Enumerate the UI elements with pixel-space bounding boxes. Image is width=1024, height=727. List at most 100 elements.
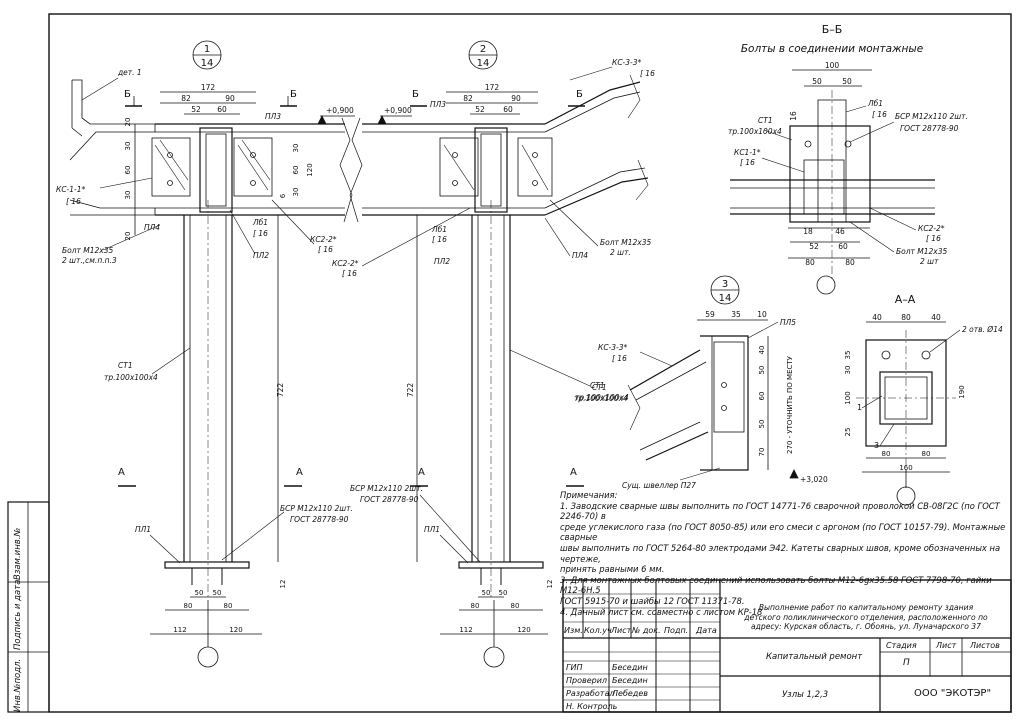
svg-text:80: 80 (922, 450, 931, 458)
svg-text:18: 18 (803, 227, 813, 236)
tb-header-date: Дата (696, 626, 717, 635)
svg-text:46: 46 (835, 227, 845, 236)
svg-text:60: 60 (292, 166, 300, 175)
sheet-frame (48, 13, 1012, 713)
svg-text:50: 50 (758, 420, 766, 429)
svg-text:2 шт.: 2 шт. (610, 248, 631, 257)
svg-text:ПЛ2: ПЛ2 (434, 257, 450, 266)
svg-text:КС-1-1*: КС-1-1* (56, 185, 86, 194)
svg-text:СТ1: СТ1 (590, 381, 605, 390)
tb-drawing-title: Узлы 1,2,3 (782, 690, 829, 700)
notes-line: принять равными 6 мм. (560, 564, 665, 575)
svg-text:722: 722 (276, 383, 285, 398)
svg-text:БСР М12х110 2шт.: БСР М12х110 2шт. (350, 484, 423, 493)
svg-text:Подпись и дата: Подпись и дата (13, 580, 23, 650)
tb-role-gip: ГИП (566, 663, 583, 672)
svg-text:ПЛ3: ПЛ3 (430, 100, 446, 109)
svg-text:БСР М12х110 2шт.: БСР М12х110 2шт. (895, 112, 968, 121)
notes-line: 4. Данный лист см. совместно с листом КР… (560, 606, 763, 617)
svg-text:Б: Б (290, 89, 297, 100)
svg-text:1: 1 (204, 44, 210, 55)
svg-text:+3,020: +3,020 (800, 475, 828, 484)
svg-text:50: 50 (499, 589, 508, 597)
tb-role-nk: Н. Контроль (566, 702, 618, 711)
svg-text:80: 80 (511, 602, 520, 610)
svg-text:20: 20 (124, 118, 132, 127)
svg-text:+0,900: +0,900 (384, 106, 412, 115)
svg-text:ГОСТ 28778-90: ГОСТ 28778-90 (900, 124, 959, 133)
svg-text:2: 2 (480, 44, 486, 55)
tb-sheets-header: Листов (970, 641, 1000, 650)
svg-text:30: 30 (292, 188, 300, 197)
svg-text:50: 50 (482, 589, 491, 597)
svg-text:ПЛ1: ПЛ1 (424, 525, 440, 534)
svg-text:Лб1: Лб1 (252, 218, 268, 227)
tb-role-check: Проверил (566, 676, 608, 685)
svg-text:А–А: А–А (895, 293, 916, 306)
svg-text:20: 20 (124, 232, 132, 241)
svg-text:А: А (118, 467, 125, 478)
svg-text:50: 50 (812, 77, 822, 86)
svg-text:[ 16: [ 16 (318, 245, 333, 254)
svg-text:90: 90 (225, 94, 235, 103)
svg-text:80: 80 (224, 602, 233, 610)
svg-text:30: 30 (844, 366, 852, 375)
svg-text:14: 14 (477, 58, 490, 69)
svg-text:Б: Б (576, 89, 583, 100)
tb-work: Капитальный ремонт (766, 652, 863, 662)
tb-name-dev: Лебедев (612, 689, 648, 698)
svg-text:[ 16: [ 16 (926, 234, 941, 243)
svg-text:35: 35 (844, 351, 852, 360)
svg-text:50: 50 (213, 589, 222, 597)
svg-text:52: 52 (475, 105, 485, 114)
svg-text:90: 90 (511, 94, 521, 103)
notes-line: ГОСТ 5915-70 и шайбы 12 ГОСТ 11371-78. (560, 595, 745, 606)
svg-text:60: 60 (838, 242, 848, 251)
svg-text:59: 59 (705, 310, 715, 319)
svg-text:Б: Б (124, 89, 131, 100)
svg-text:12: 12 (546, 580, 554, 589)
side-stamp: Инв.№подл. Подпись и дата Взам.инв.№ (7, 501, 50, 713)
svg-text:60: 60 (758, 392, 766, 401)
svg-text:ПЛ5: ПЛ5 (780, 318, 796, 327)
svg-text:СТ1: СТ1 (118, 361, 133, 370)
svg-text:тр.100х100х4: тр.100х100х4 (728, 127, 782, 136)
tb-header-sign: Подп. (664, 626, 689, 635)
svg-text:52: 52 (809, 242, 819, 251)
notes-block: Примечания: 1. Заводские сварные швы вып… (560, 490, 1006, 617)
notes-line: 3. Для монтажных болтовых соединений исп… (560, 574, 992, 596)
svg-text:50: 50 (195, 589, 204, 597)
notes-line: 1. Заводские сварные швы выполнить по ГО… (560, 500, 1000, 522)
svg-text:80: 80 (845, 258, 855, 267)
svg-text:2 отв. Ø14: 2 отв. Ø14 (962, 325, 1003, 334)
svg-text:3: 3 (722, 279, 728, 290)
svg-text:30: 30 (124, 191, 132, 200)
svg-text:40: 40 (872, 313, 882, 322)
svg-text:ГОСТ 28778-90: ГОСТ 28778-90 (290, 515, 349, 524)
svg-text:120: 120 (306, 163, 314, 176)
svg-text:16: 16 (789, 111, 798, 121)
svg-text:ГОСТ 28778-90: ГОСТ 28778-90 (360, 495, 419, 504)
notes-title: Примечания: (560, 490, 618, 500)
svg-text:Лб1: Лб1 (867, 99, 883, 108)
tb-header-kol: Кол.уч (584, 626, 612, 635)
svg-text:30: 30 (292, 144, 300, 153)
svg-text:Взам.инв.№: Взам.инв.№ (13, 528, 23, 580)
svg-text:ПЛ4: ПЛ4 (144, 223, 160, 232)
svg-text:2 шт: 2 шт (920, 257, 939, 266)
svg-text:40: 40 (931, 313, 941, 322)
svg-text:[ 16: [ 16 (342, 269, 357, 278)
svg-text:120: 120 (517, 626, 530, 634)
notes-line: среде углекислого газа (по ГОСТ 8050-85)… (560, 521, 1006, 543)
title-block (562, 579, 1012, 713)
svg-text:+0,900: +0,900 (326, 106, 354, 115)
tb-role-dev: Разработал (566, 689, 615, 698)
tb-name-gip: Беседин (612, 663, 648, 672)
tb-company: ООО "ЭКОТЭР" (914, 688, 992, 699)
svg-text:80: 80 (471, 602, 480, 610)
svg-text:112: 112 (459, 626, 472, 634)
svg-text:[ 16: [ 16 (253, 229, 268, 238)
svg-text:30: 30 (124, 142, 132, 151)
svg-text:160: 160 (899, 464, 912, 472)
